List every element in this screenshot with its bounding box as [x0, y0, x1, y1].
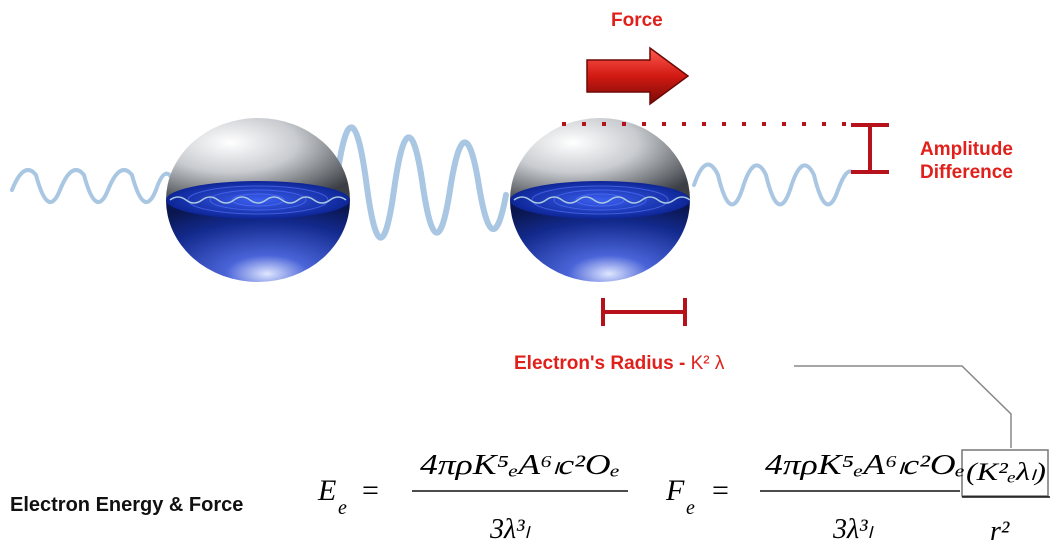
radius-bracket: [601, 298, 687, 326]
wave-middle: [335, 124, 509, 241]
energy-denominator: 3λ³ₗ: [489, 514, 532, 545]
amplitude-difference-label: Amplitude Difference: [920, 139, 1013, 185]
energy-force-label: Electron Energy & Force: [10, 494, 244, 516]
force-numerator: 4πρK⁵ₑA⁶ₗc²Oₑ: [765, 450, 965, 481]
force-equation: F e = 4πρK⁵ₑA⁶ₗc²Oₑ 3λ³ₗ (K²ₑλₗ) r²: [665, 450, 1050, 547]
energy-lhs: E: [317, 474, 336, 507]
amplitude-bracket: [851, 123, 889, 174]
force-label: Force: [611, 10, 663, 31]
force-equals: =: [712, 474, 729, 507]
force-boxed-numerator: (K²ₑλₗ): [966, 459, 1046, 486]
force-boxed-denominator: r²: [990, 516, 1010, 547]
amplitude-label-line2: Difference: [920, 161, 1013, 183]
force-denominator: 3λ³ₗ: [832, 514, 875, 545]
energy-lhs-sub: e: [338, 497, 347, 519]
electron-right: [510, 118, 691, 282]
radius-symbol: K² λ: [690, 353, 725, 374]
connector-line: [794, 365, 1012, 448]
energy-equals: =: [362, 474, 379, 507]
amplitude-label-line1: Amplitude: [920, 139, 1013, 160]
wave-right: [692, 162, 854, 207]
force-lhs: F: [665, 474, 685, 507]
electron-radius-label: Electron's Radius - K² λ: [514, 353, 724, 376]
energy-numerator: 4πρK⁵ₑA⁶ₗc²Oₑ: [420, 450, 620, 481]
wave-left: [10, 168, 177, 204]
electron-left: [166, 118, 350, 282]
boxed-term-frame: [961, 449, 1049, 497]
force-arrow-icon: [586, 46, 690, 106]
energy-equation: E e = 4πρK⁵ₑA⁶ₗc²Oₑ 3λ³ₗ: [317, 450, 628, 545]
force-lhs-sub: e: [686, 497, 695, 519]
radius-label-text: Electron's Radius -: [514, 353, 691, 374]
